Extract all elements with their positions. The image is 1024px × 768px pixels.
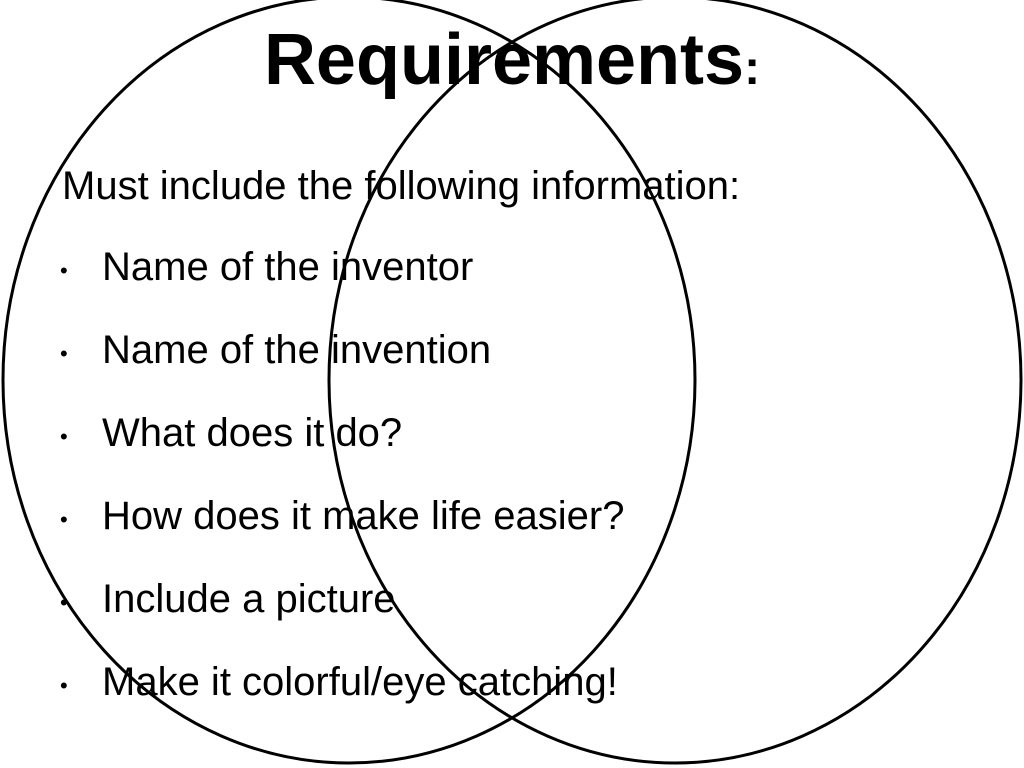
list-item-text: Make it colorful/eye catching! [102,660,618,704]
venn-circle-left [1,0,697,765]
slide-title-text: Requirements [263,20,745,100]
bullet-icon: • [60,424,68,449]
slide-title-colon: : [744,42,761,95]
bullet-icon: • [60,673,68,698]
bullet-icon: • [60,507,68,532]
list-item-text: Include a picture [102,577,396,621]
list-item-text: Name of the inventor [102,245,474,289]
intro-text: Must include the following information: [62,164,741,208]
slide-title: Requirements: [0,18,1024,111]
bullet-icon: • [60,590,68,615]
list-item-text: What does it do? [102,411,403,455]
venn-circle-right [327,0,1023,765]
list-item-text: Name of the invention [102,328,492,372]
list-item-text: How does it make life easier? [102,494,625,538]
bullet-icon: • [60,341,68,366]
bullet-icon: • [60,258,68,283]
